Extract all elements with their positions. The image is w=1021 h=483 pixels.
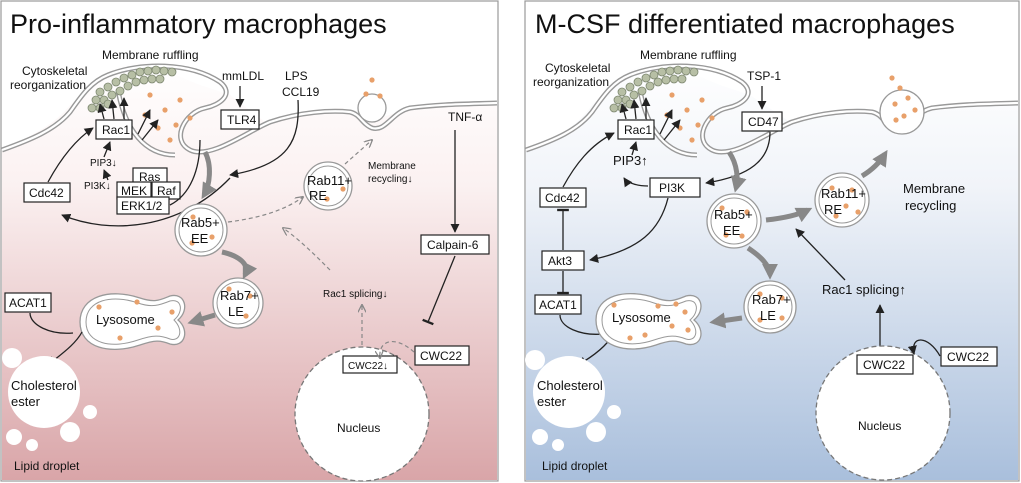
- right-akt3-box: [541, 250, 585, 271]
- left-cwc22-outer-box: [414, 345, 470, 366]
- right-rac1-label: Rac1: [624, 123, 652, 137]
- left-erk-label: ERK1/2: [121, 199, 163, 213]
- left-rac1-box: [95, 119, 133, 140]
- left-cholesterol-label-2: ester: [11, 394, 41, 409]
- right-rac1-splicing-label: Rac1 splicing↑: [822, 282, 906, 297]
- right-rab7-vesicle: [743, 280, 797, 334]
- right-rab7-label-1: Rab7+: [752, 292, 791, 307]
- right-rab5-label-1: Rab5+: [714, 207, 753, 222]
- left-lysosome: [79, 293, 186, 351]
- right-cwc22-inner-box: [856, 354, 914, 375]
- left-cwc22-inner-box: [342, 355, 398, 374]
- left-lipid-droplet: [2, 348, 97, 451]
- left-rac1-label: Rac1: [102, 123, 130, 137]
- right-nucleus: [815, 345, 951, 481]
- right-cdc42-label: Cdc42: [545, 191, 580, 205]
- right-actin-filaments: [609, 65, 699, 113]
- right-membrane-bud: [879, 89, 925, 135]
- left-ccl19-label: CCL19: [282, 85, 320, 99]
- right-lysosome-label: Lysosome: [612, 310, 671, 325]
- left-rab5-vesicle: [174, 203, 228, 257]
- left-rab11-label-2: RE: [309, 188, 327, 203]
- right-cyto-label-2: reorganization: [533, 75, 609, 89]
- left-pip3-label: PIP3↓: [90, 158, 117, 169]
- left-tlr4-label: TLR4: [227, 113, 257, 127]
- right-cyto-label-1: Cytoskeletal: [545, 61, 610, 75]
- right-panel: M-CSF differentiated macrophages: [524, 0, 1020, 482]
- right-acat1-box: [534, 294, 582, 315]
- right-rac1-box: [617, 119, 655, 140]
- left-lps-label: LPS: [285, 69, 308, 83]
- right-rab11-label-2: RE: [824, 202, 842, 217]
- left-cholesterol-label-1: Cholesterol: [11, 378, 77, 393]
- left-membrane-recycling-2: recycling↓: [368, 174, 412, 185]
- left-pi3k-label: PI3K↓: [84, 181, 111, 192]
- left-cdc42-label: Cdc42: [29, 186, 64, 200]
- left-rab7-label-2: LE: [228, 304, 244, 319]
- right-cdc42-box: [539, 187, 587, 208]
- left-tnf-label: TNF-α: [448, 110, 482, 124]
- left-lysosome-label: Lysosome: [96, 312, 155, 327]
- right-membrane-ruffling-label: Membrane ruffling: [640, 48, 737, 62]
- left-cyto-label-2: reorganization: [10, 78, 86, 92]
- left-acat1-box: [4, 292, 52, 313]
- left-ras-label: Ras: [139, 170, 160, 184]
- left-rab5-label-2: EE: [191, 231, 209, 246]
- left-calpain6-box: [420, 234, 490, 255]
- right-cd47-box: [741, 111, 783, 132]
- left-rac1-splicing-label: Rac1 splicing↓: [323, 289, 387, 300]
- right-pi3k-box: [649, 177, 701, 198]
- right-lipid-droplet: [525, 350, 621, 451]
- right-lysosome: [595, 292, 702, 350]
- left-rab11-vesicle: [303, 161, 353, 211]
- left-membrane-recycling-1: Membrane: [368, 161, 416, 172]
- right-acat1-label: ACAT1: [539, 298, 577, 312]
- left-cyto-label-1: Cytoskeletal: [22, 64, 87, 78]
- left-acat1-label: ACAT1: [9, 296, 47, 310]
- left-lipid-droplet-label: Lipid droplet: [14, 459, 80, 473]
- right-nucleus-label: Nucleus: [858, 419, 901, 433]
- left-membrane-ruffling-label: Membrane ruffling: [102, 48, 199, 62]
- right-membrane-recycling-1: Membrane: [903, 181, 965, 196]
- right-tsp1-label: TSP-1: [747, 69, 781, 83]
- left-erk-box: [116, 196, 170, 215]
- right-akt3-label: Akt3: [548, 254, 572, 268]
- left-rab7-label-1: Rab7+: [220, 288, 259, 303]
- right-membrane-recycling-2: recycling: [905, 198, 956, 213]
- right-title: M-CSF differentiated macrophages: [535, 9, 955, 39]
- left-rab11-label-1: Rab11+: [307, 173, 352, 188]
- right-pip3-label: PIP3↑: [613, 153, 648, 168]
- left-membrane-bud: [357, 93, 387, 123]
- right-cholesterol-label-2: ester: [537, 394, 567, 409]
- right-cd47-label: CD47: [748, 115, 779, 129]
- left-rab7-vesicle: [212, 277, 264, 329]
- right-rab7-label-2: LE: [760, 308, 776, 323]
- left-cwc22-inner-label: CWC22↓: [348, 361, 388, 372]
- left-title: Pro-inflammatory macrophages: [10, 9, 387, 39]
- left-cwc22-outer-label: CWC22: [420, 349, 462, 363]
- left-nucleus: [294, 346, 430, 482]
- left-tlr4-box: [220, 109, 260, 130]
- right-pi3k-label: PI3K: [659, 181, 685, 195]
- right-cwc22-outer-box: [940, 346, 998, 367]
- right-cwc22-outer-label: CWC22: [947, 350, 989, 364]
- right-cholesterol-label-1: Cholesterol: [537, 378, 603, 393]
- left-panel: Pro-inflammatory macrophages: [0, 0, 499, 482]
- right-rab11-label-1: Rab11+: [821, 186, 866, 201]
- right-rab11-vesicle: [814, 172, 870, 228]
- right-cwc22-inner-label: CWC22: [863, 358, 905, 372]
- left-actin-filaments: [87, 65, 177, 113]
- left-mek-label: MEK: [121, 184, 147, 198]
- left-calpain6-label: Calpain-6: [427, 238, 479, 252]
- left-raf-label: Raf: [157, 184, 176, 198]
- right-rab5-label-2: EE: [723, 223, 741, 238]
- left-mmldl-label: mmLDL: [222, 69, 264, 83]
- left-rab5-label-1: Rab5+: [181, 215, 220, 230]
- right-lipid-droplet-label: Lipid droplet: [542, 459, 608, 473]
- left-cdc42-box: [23, 182, 71, 203]
- left-nucleus-label: Nucleus: [337, 421, 380, 435]
